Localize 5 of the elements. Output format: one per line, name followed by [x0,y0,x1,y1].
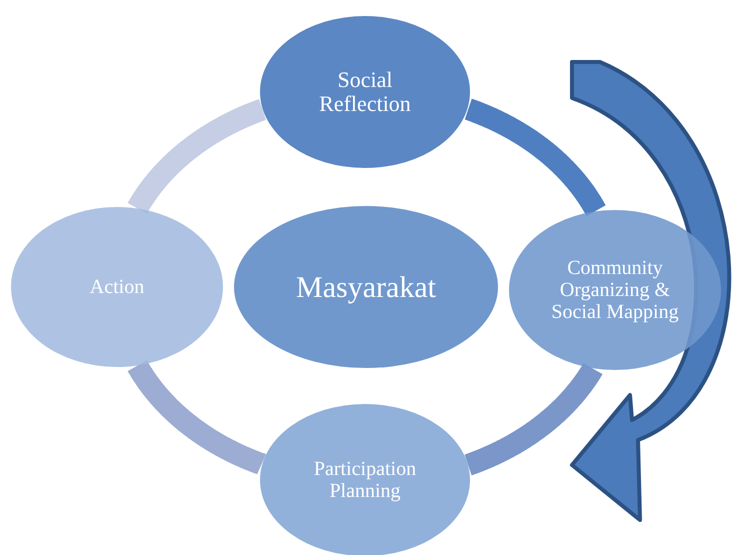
node-label: Participation Planning [312,458,418,502]
node-label: Community Organizing & Social Mapping [550,257,680,323]
node-label: Action [90,276,144,298]
node-label: Masyarakat [296,270,436,304]
node-label: Social Reflection [318,68,412,116]
